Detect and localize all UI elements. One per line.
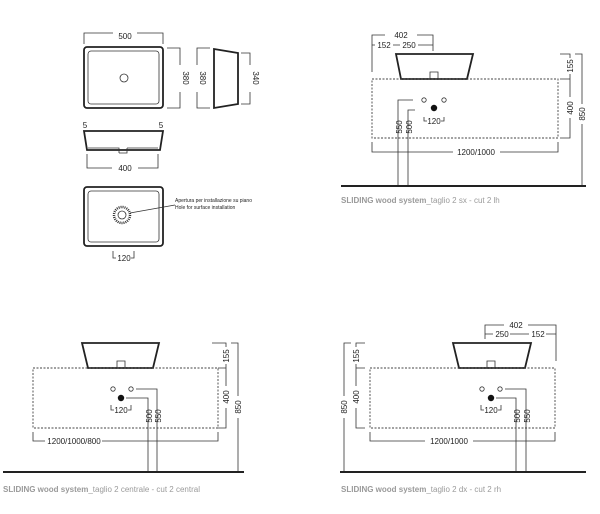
basin [451,342,533,369]
dim-pipe-1: 500 [513,409,522,423]
note-english: Hole for surface installation [175,205,236,211]
dim-offset: 152 [531,330,545,339]
dim-width: 1200/1000 [457,148,495,157]
dim-basin-height: 155 [566,59,575,73]
dim-depth-base: 340 [251,71,260,85]
dim-overall-height: 850 [234,400,243,414]
dim-center: 250 [402,41,416,50]
dim-pipe-2: 550 [523,409,532,423]
caption: SLIDING wood system_taglio 2 centrale - … [3,485,200,494]
dim-base-width: 400 [118,164,132,173]
dim-offset: 152 [377,41,391,50]
dim-drain-offset: 120 [117,254,131,263]
dim-basin-height: 155 [352,349,361,363]
basin [394,53,475,80]
caption: SLIDING wood system_taglio 2 sx - cut 2 … [341,196,500,205]
cabinet [32,367,219,429]
dim-depth-top: 380 [181,71,190,85]
dim-width-top: 500 [118,32,132,41]
note-italian: Apertura per installazione su piano [175,198,252,204]
dim-drain: 120 [114,406,128,415]
dim-total: 402 [509,321,523,330]
panel-cut-left: 402 152 250 120 550 500 1200/1000 155 40… [341,31,587,205]
dim-pipe-2: 500 [405,120,414,134]
dim-rim-left: 5 [83,121,88,130]
basin [80,342,161,369]
panel-cut-central: 120 500 550 1200/1000/800 155 400 850 SL… [3,342,244,494]
cabinet [369,367,556,429]
dim-drain: 120 [484,406,498,415]
dim-drain: 120 [427,117,441,126]
panel-cut-right: 402 250 152 120 500 550 1200/1000 155 40… [340,321,586,494]
basin-bottom-view: Apertura per installazione su piano Hole… [83,186,252,263]
caption: SLIDING wood system_taglio 2 dx - cut 2 … [341,485,501,494]
dim-width: 1200/1000 [430,437,468,446]
dim-total: 402 [394,31,408,40]
dim-cabinet-height: 400 [566,101,575,115]
dim-pipe-1: 550 [395,120,404,134]
hatched-hole-icon [112,205,132,225]
dim-depth-side: 380 [198,71,207,85]
cabinet [371,78,559,139]
basin-top-view: 500 380 [83,32,190,109]
dim-overall-height: 850 [340,400,349,414]
dim-width: 1200/1000/800 [47,437,101,446]
basin-front-view: 5 5 400 [83,121,165,173]
dim-pipe-2: 550 [154,409,163,423]
dim-pipe-1: 500 [145,409,154,423]
dim-overall-height: 850 [578,107,587,121]
basin-side-view: 380 340 [196,47,260,110]
dim-rim-right: 5 [159,121,164,130]
dim-center: 250 [495,330,509,339]
dim-cabinet-height: 400 [222,390,231,404]
dim-cabinet-height: 400 [352,390,361,404]
dim-basin-height: 155 [222,349,231,363]
drain-hole-icon [119,73,129,83]
